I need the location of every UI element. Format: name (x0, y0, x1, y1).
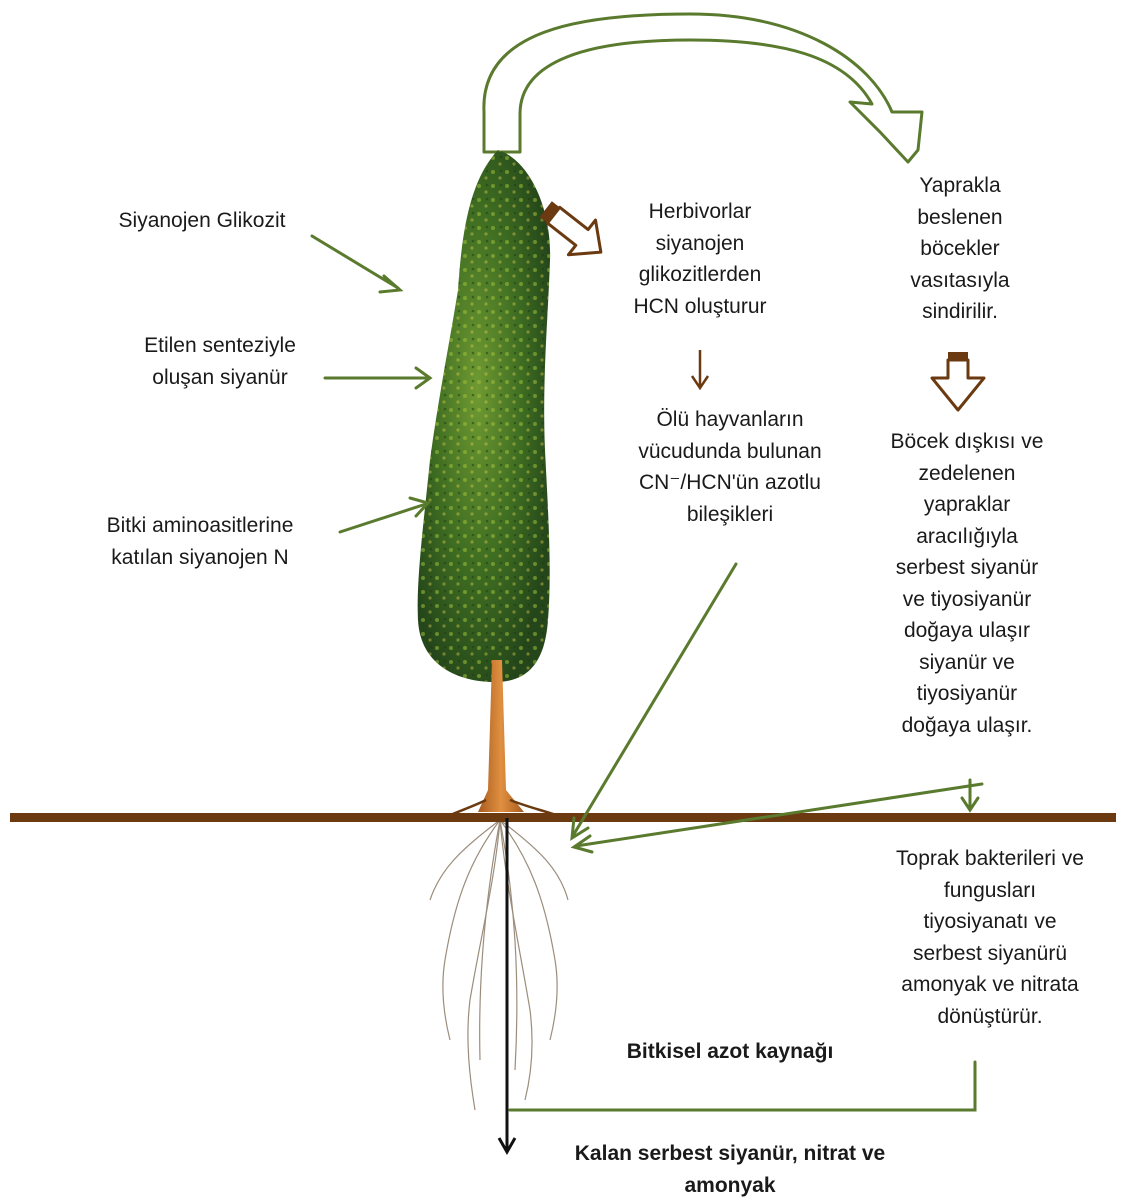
ground-line (10, 813, 1116, 822)
label-bitkisel: Bitkisel azot kaynağı (600, 1036, 860, 1068)
label-olu-hayvanlar: Ölü hayvanların vücudunda bulunan CN⁻/HC… (610, 404, 850, 530)
label-yaprakla: Yaprakla beslenen böcekler vasıtasıyla s… (880, 170, 1040, 328)
tree-roots (430, 820, 568, 1110)
label-bocek-diskisi: Böcek dışkısı ve zedelenen yapraklar ara… (862, 426, 1072, 741)
label-herbivorlar: Herbivorlar siyanojen glikozitlerden HCN… (600, 196, 800, 322)
tree-foliage (418, 150, 550, 682)
label-kalan: Kalan serbest siyanür, nitrat ve amonyak (540, 1138, 920, 1201)
label-etilen: Etilen senteziyle oluşan siyanür (120, 330, 320, 393)
tree-trunk (478, 660, 524, 812)
label-toprak: Toprak bakterileri ve fungusları tiyosiy… (870, 843, 1110, 1032)
label-siyanojen-glikozit: Siyanojen Glikozit (92, 205, 312, 237)
top-curved-arrow (484, 14, 922, 162)
label-bitki-amino: Bitki aminoasitlerine katılan siyanojen … (70, 510, 330, 573)
hollow-down-arrow (932, 352, 984, 410)
black-down-arrow (499, 818, 515, 1152)
brown-down-arrow (692, 350, 708, 388)
